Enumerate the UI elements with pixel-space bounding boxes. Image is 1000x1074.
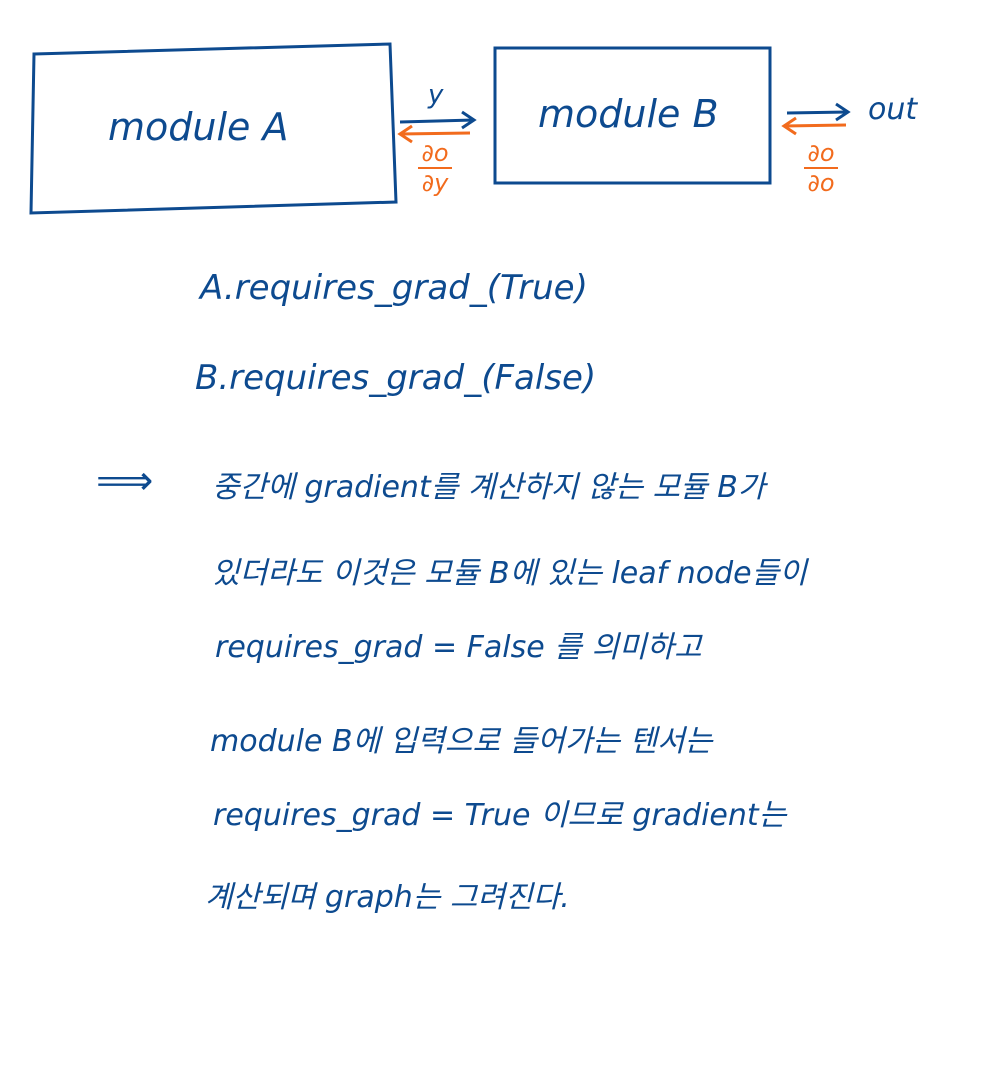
module-b-label: module B (538, 92, 719, 136)
grad-b-fraction: ∂o ∂o (804, 140, 838, 196)
note-line-4: module B에 입력으로 들어가는 텐서는 (210, 724, 713, 759)
forward-arrow-out (786, 102, 851, 122)
backward-arrow-a (397, 124, 471, 144)
out-label: out (868, 92, 918, 127)
grad-b-denominator: ∂o (807, 169, 835, 197)
code-line-2: B.requires_grad_(False) (195, 358, 597, 398)
grad-b-numerator: ∂o (807, 139, 835, 167)
note-line-2: 있더라도 이것은 모듈 B에 있는 leaf node들이 (212, 556, 807, 591)
module-a-label: module A (108, 105, 289, 149)
note-line-3: requires_grad = False 를 의미하고 (215, 630, 702, 665)
y-label: y (428, 80, 444, 110)
backward-arrow-b (781, 116, 847, 136)
grad-a-numerator: ∂o (421, 139, 449, 167)
module-a-box (29, 42, 398, 215)
forward-arrow-y (399, 110, 477, 130)
grad-a-denominator: ∂y (421, 169, 449, 197)
note-line-1: 중간에 gradient를 계산하지 않는 모듈 B가 (212, 470, 766, 505)
grad-a-fraction: ∂o ∂y (418, 140, 452, 196)
module-b-box (493, 46, 772, 185)
note-line-6: 계산되며 graph는 그려진다. (205, 880, 570, 915)
code-line-1: A.requires_grad_(True) (200, 268, 588, 308)
implies-arrow-icon: ⟹ (96, 458, 154, 504)
note-line-5: requires_grad = True 이므로 gradient는 (213, 798, 787, 833)
